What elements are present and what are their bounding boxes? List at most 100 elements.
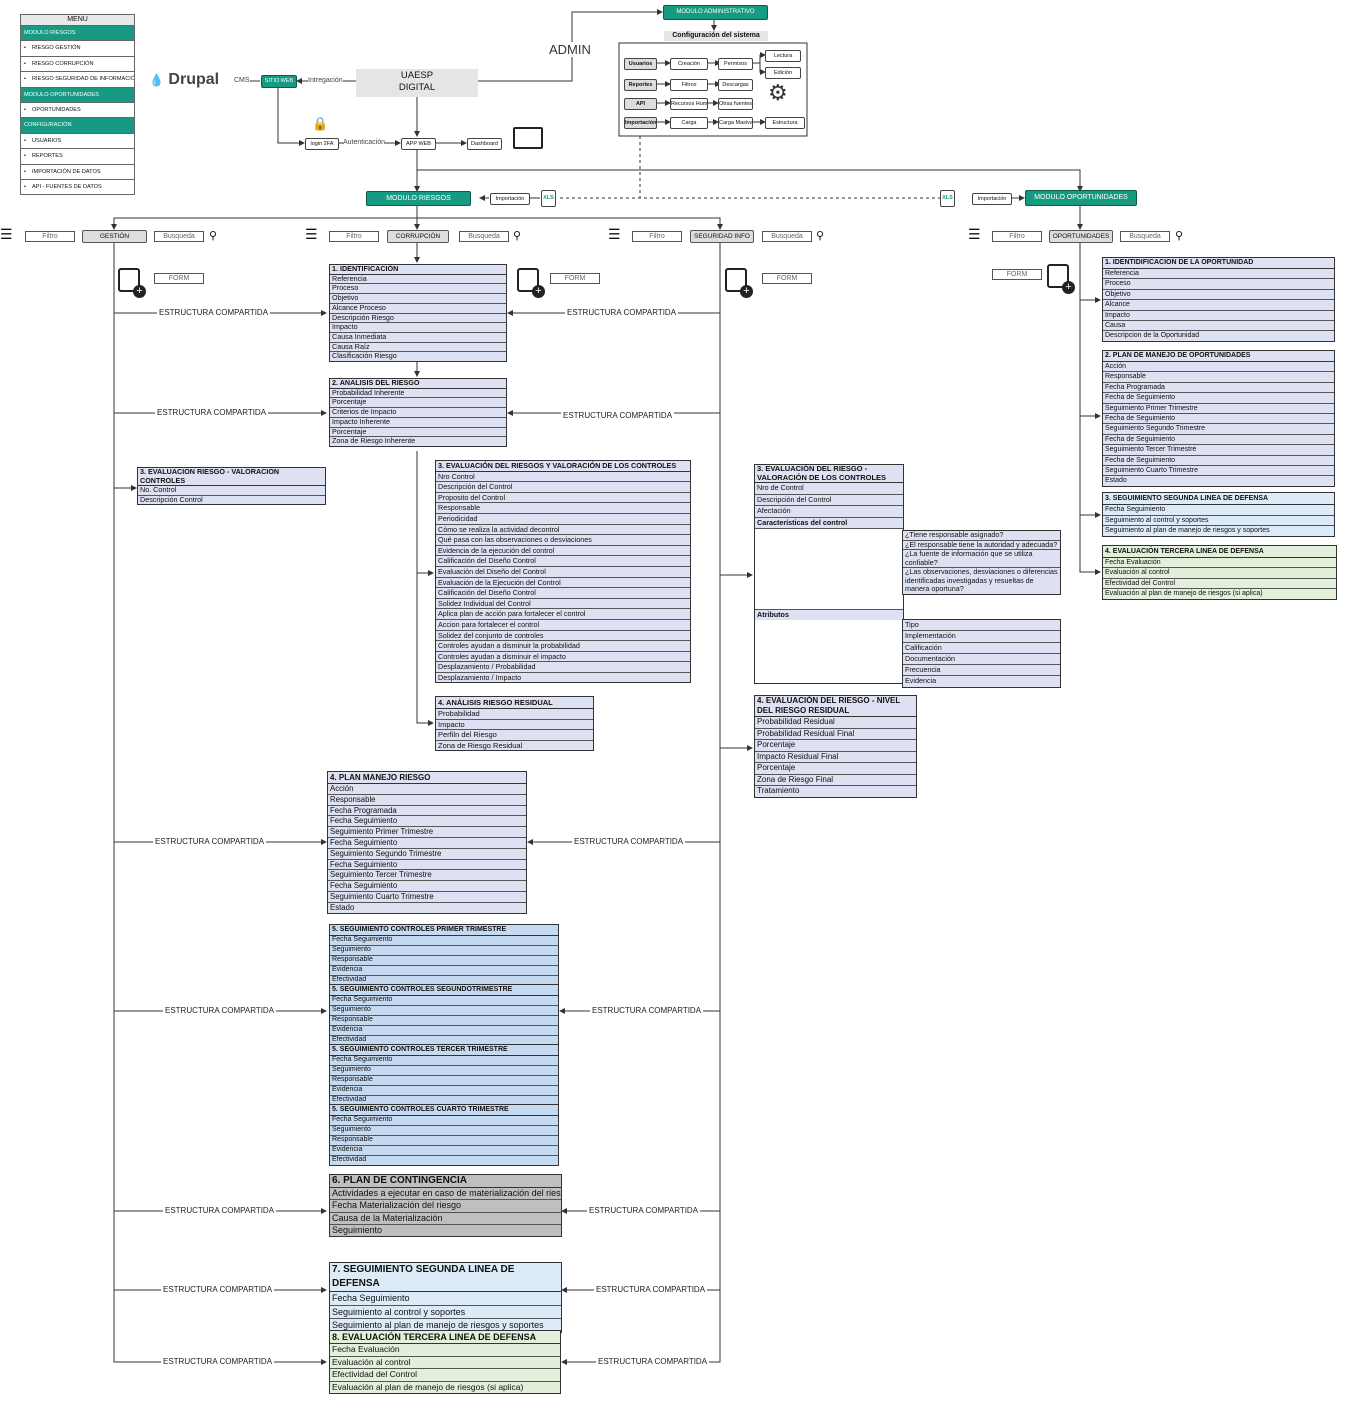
- estructura-node[interactable]: Estructura: [765, 117, 805, 129]
- form-label[interactable]: FORM: [762, 273, 812, 284]
- config-node[interactable]: Usuarios: [624, 58, 657, 70]
- table-row[interactable]: Seguimiento: [330, 1224, 561, 1237]
- table-row[interactable]: Impacto Inherente: [330, 417, 506, 428]
- table-row[interactable]: Seguimiento Primer Trimestre: [328, 827, 526, 838]
- table-row[interactable]: Responsable: [436, 503, 690, 514]
- table-row[interactable]: Fecha de Seguimiento: [1103, 455, 1334, 467]
- table-row[interactable]: Impacto: [1103, 310, 1334, 322]
- filter-input[interactable]: Filtro: [632, 231, 682, 242]
- search-input[interactable]: Busqueda: [154, 231, 204, 242]
- config-node[interactable]: Permisos: [718, 58, 753, 70]
- config-node[interactable]: Otras fuentes: [718, 98, 753, 110]
- menu-item[interactable]: ▪IMPORTACIÓN DE DATOS: [20, 164, 135, 180]
- table-row[interactable]: Efectividad: [330, 1155, 558, 1165]
- table-row[interactable]: Evidencia: [330, 1025, 558, 1036]
- table-row[interactable]: Documentación: [903, 653, 1060, 666]
- table-row[interactable]: Fecha Materialización del riesgo: [330, 1200, 561, 1213]
- table-row[interactable]: Evaluación del Diseño del Control: [436, 566, 690, 578]
- table-row[interactable]: Fecha Seguimiento: [330, 996, 558, 1006]
- add-form-icon[interactable]: +: [1047, 264, 1075, 294]
- config-node[interactable]: Recursos Humanos: [670, 98, 708, 110]
- modulo-administrativo-node[interactable]: MODULO ADMINISTRATIVO: [663, 5, 768, 20]
- table-row[interactable]: Actividades a ejecutar en caso de materi…: [330, 1188, 561, 1201]
- table-row[interactable]: Evidencia de la ejecución del control: [436, 545, 690, 557]
- table-row[interactable]: Zona de Riesgo Residual: [436, 740, 593, 750]
- table-row[interactable]: ¿Las observaciones, desviaciones o difer…: [903, 568, 1060, 594]
- table-row[interactable]: Estado: [328, 902, 526, 913]
- table-row[interactable]: Seguimiento: [330, 1005, 558, 1016]
- table-row[interactable]: Responsable: [330, 1075, 558, 1086]
- table-row[interactable]: Seguimiento al plan de manejo de riesgos…: [1103, 526, 1334, 536]
- table-row[interactable]: Evidencia: [330, 1085, 558, 1096]
- table-row[interactable]: Porcentaje: [330, 398, 506, 409]
- table-row[interactable]: Seguimiento Tercer Trimestre: [1103, 445, 1334, 456]
- menu-item[interactable]: ▪RIESGO CORRUPCIÓN: [20, 56, 135, 73]
- table-row[interactable]: Fecha Programada: [1103, 382, 1334, 394]
- filter-sliders-icon[interactable]: ☰: [0, 226, 13, 242]
- table-row[interactable]: Probabilidad: [436, 709, 593, 720]
- table-row[interactable]: Fecha Seguimiento: [330, 1056, 558, 1066]
- table-row[interactable]: Tratamiento: [755, 786, 916, 797]
- menu-item[interactable]: ▪API - FUENTES DE DATOS: [20, 179, 135, 196]
- table-row[interactable]: Fecha de Seguimiento: [1103, 393, 1334, 404]
- table-row[interactable]: Cómo se realiza la actividad decontrol: [436, 524, 690, 536]
- table-row[interactable]: Impacto Residual Final: [755, 751, 916, 763]
- table-row[interactable]: Fecha Seguimiento: [328, 859, 526, 871]
- table-row[interactable]: Seguimiento: [330, 1065, 558, 1076]
- table-row[interactable]: Alcance: [1103, 300, 1334, 311]
- filter-sliders-icon[interactable]: ☰: [968, 226, 981, 242]
- table-row[interactable]: Afectación: [755, 506, 903, 518]
- table-row[interactable]: Responsable: [328, 794, 526, 806]
- table-row[interactable]: Fecha Evaluación: [330, 1344, 560, 1357]
- table-row[interactable]: Implementación: [903, 631, 1060, 643]
- table-row[interactable]: ¿Tiene responsable asignado?: [903, 531, 1060, 541]
- config-node[interactable]: Importación: [624, 117, 657, 129]
- menu-item[interactable]: ▪REPORTES: [20, 149, 135, 165]
- edicion-node[interactable]: Edición: [765, 67, 801, 79]
- config-node[interactable]: Reportes: [624, 79, 657, 91]
- add-form-icon[interactable]: +: [118, 268, 146, 298]
- add-form-icon[interactable]: +: [725, 268, 753, 298]
- tab-oportunidades[interactable]: OPORTUNIDADES: [1049, 230, 1113, 243]
- table-row[interactable]: Evidencia: [903, 676, 1060, 687]
- table-row[interactable]: Solidez Individual del Control: [436, 598, 690, 610]
- table-row[interactable]: Acción: [1103, 362, 1334, 373]
- config-node[interactable]: Filtros: [670, 79, 708, 91]
- table-row[interactable]: Aplica plan de acción para fortalecer el…: [436, 609, 690, 620]
- table-row[interactable]: Efectividad del Control: [1103, 578, 1336, 590]
- table-row[interactable]: Seguimiento al plan de manejo de riesgos…: [330, 1319, 561, 1332]
- table-row[interactable]: Fecha Seguimiento: [328, 837, 526, 849]
- table-row[interactable]: Solidez del conjunto de controles: [436, 630, 690, 642]
- table-row[interactable]: Seguimiento al control y soportes: [330, 1305, 561, 1319]
- app-web-node[interactable]: APP WEB: [401, 138, 436, 150]
- table-row[interactable]: Probabilidad Residual: [755, 717, 916, 729]
- table-row[interactable]: Probabilidad Residual Final: [755, 728, 916, 740]
- table-row[interactable]: Referencia: [1103, 269, 1334, 280]
- table-row[interactable]: Nro Control: [436, 471, 690, 483]
- table-row[interactable]: Calificación del Diseño Control: [436, 556, 690, 567]
- form-label[interactable]: FORM: [154, 273, 204, 284]
- table-row[interactable]: Fecha Programada: [328, 805, 526, 817]
- importacion-oportunidades-node[interactable]: Importación: [972, 193, 1012, 205]
- importacion-riesgos-node[interactable]: Importación: [490, 193, 530, 205]
- table-row[interactable]: Responsable: [330, 955, 558, 966]
- table-row[interactable]: Fecha Seguimiento: [330, 1116, 558, 1126]
- filter-sliders-icon[interactable]: ☰: [305, 226, 318, 242]
- filter-input[interactable]: Filtro: [329, 231, 379, 242]
- table-row[interactable]: Seguimiento Primer Trimestre: [1103, 403, 1334, 415]
- config-node[interactable]: Carga: [670, 117, 708, 129]
- table-row[interactable]: Descripción Control: [138, 495, 325, 505]
- table-row[interactable]: Fecha de Seguimiento: [1103, 434, 1334, 446]
- table-row[interactable]: Descripción del Control: [755, 494, 903, 506]
- table-row[interactable]: Responsable: [1103, 372, 1334, 383]
- table-row[interactable]: Evaluación al control: [330, 1356, 560, 1369]
- table-row[interactable]: Accion para fortalecer el control: [436, 619, 690, 631]
- table-row[interactable]: Evaluación de la Ejecución del Control: [436, 577, 690, 589]
- table-row[interactable]: Fecha Seguimiento: [1103, 505, 1334, 516]
- table-row[interactable]: Calificación: [903, 642, 1060, 654]
- form-label[interactable]: FORM: [992, 269, 1042, 280]
- table-row[interactable]: Descripcion de la Oportunidad: [1103, 331, 1334, 341]
- config-node[interactable]: Descargas: [718, 79, 753, 91]
- table-row[interactable]: Causa Inmediata: [330, 332, 506, 343]
- modulo-riesgos-node[interactable]: MODULO RIESGOS: [366, 191, 471, 206]
